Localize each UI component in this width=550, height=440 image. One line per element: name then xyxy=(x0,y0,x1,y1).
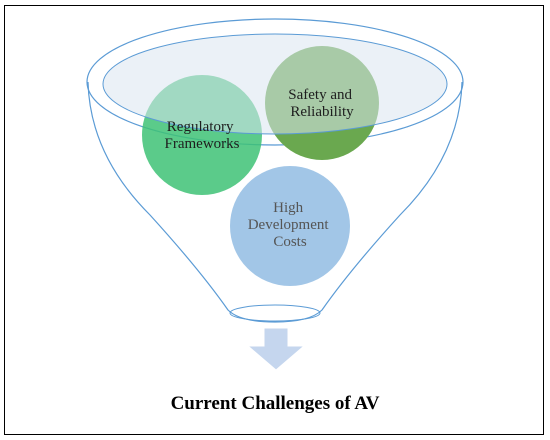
label-regulatory-frameworks: Regulatory Frameworks xyxy=(165,119,240,152)
down-arrow-icon xyxy=(246,327,306,371)
funnel-inner-ellipse xyxy=(102,33,448,135)
label-costs-line2: Development xyxy=(248,217,330,233)
label-costs-line1: High xyxy=(273,200,304,216)
funnel-outer-rim xyxy=(86,18,464,146)
label-costs-line3: Costs xyxy=(273,234,307,250)
circle-high-development-costs xyxy=(230,166,350,286)
label-regulatory-line2: Frameworks xyxy=(165,136,240,152)
label-safety-line1: Safety and xyxy=(288,87,352,103)
funnel-spout xyxy=(229,304,321,322)
label-high-development-costs: High Development Costs xyxy=(248,200,333,250)
label-safety-line2: Reliability xyxy=(290,104,354,120)
label-safety-reliability: Safety and Reliability xyxy=(288,87,355,120)
diagram-caption: Current Challenges of AV xyxy=(170,393,380,414)
label-regulatory-line1: Regulatory xyxy=(167,119,234,135)
